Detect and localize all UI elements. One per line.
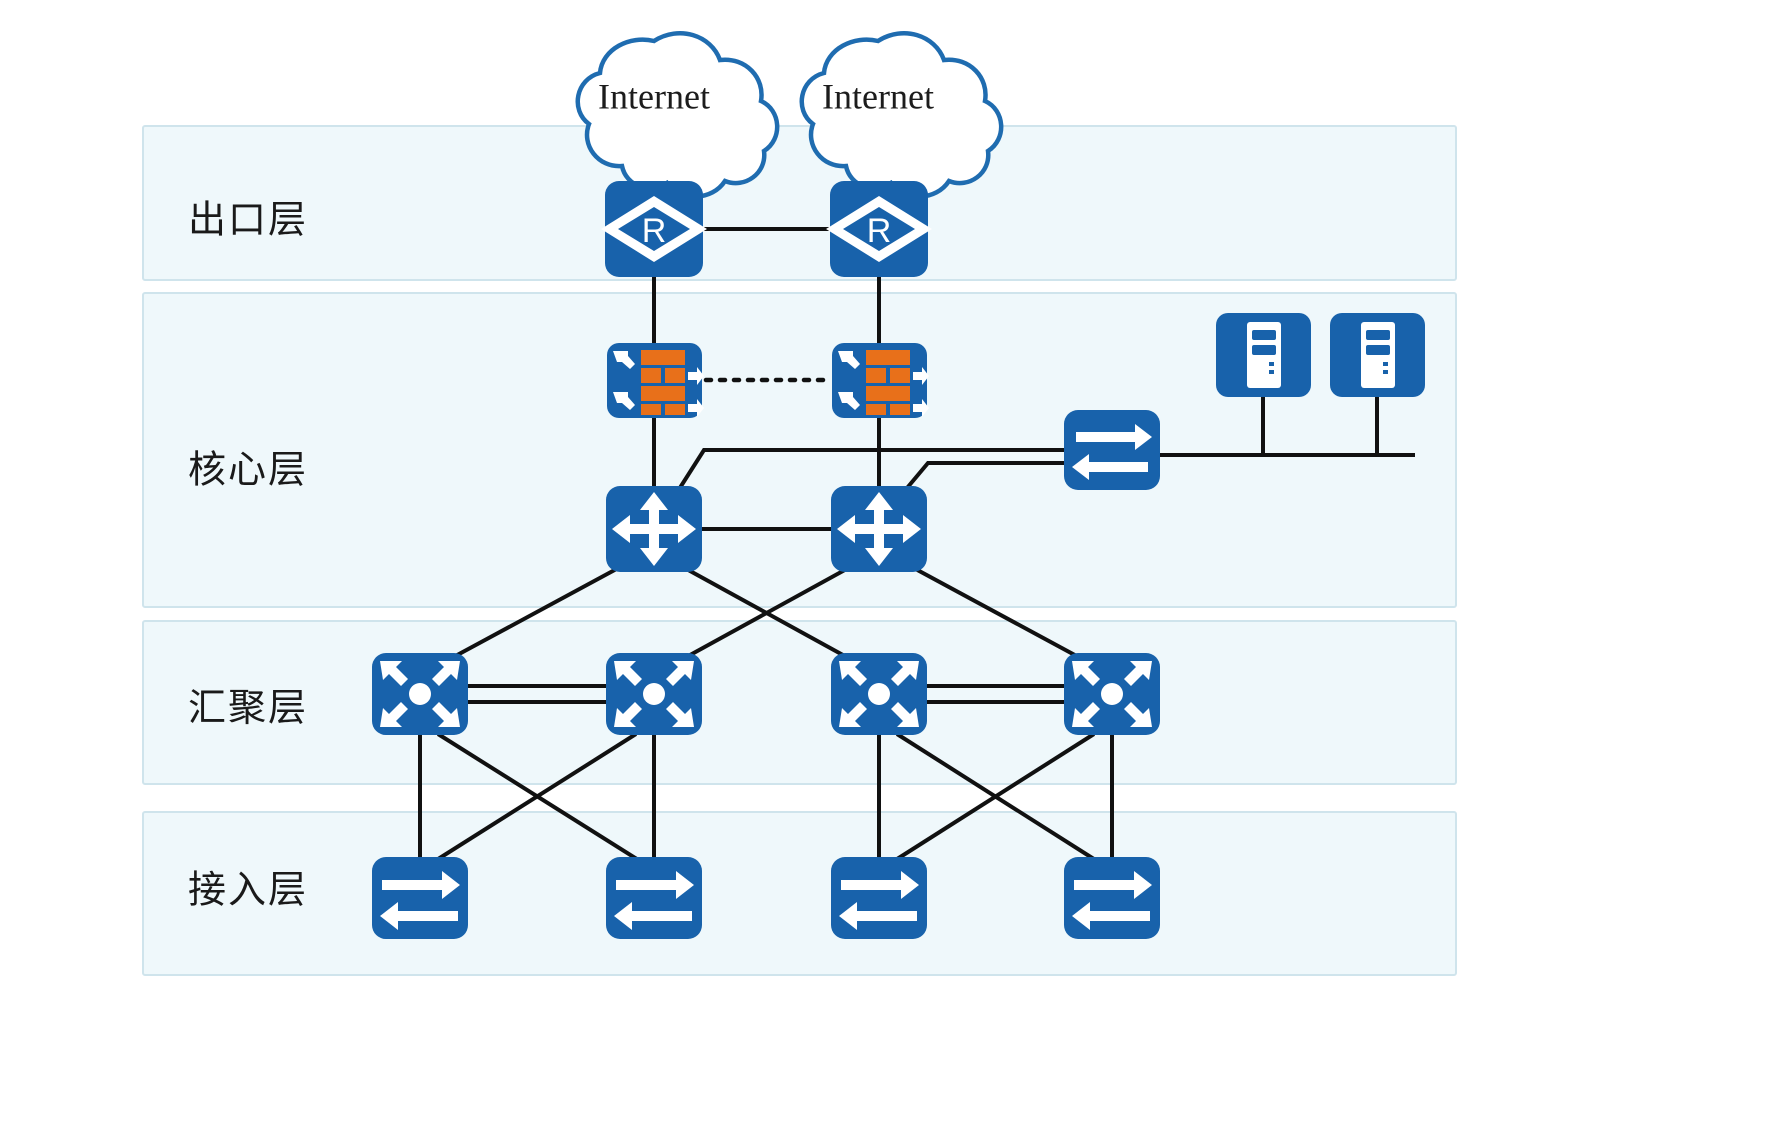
- cloud-right-label: Internet: [822, 76, 934, 116]
- l2-switch-arrows-icon: [1072, 424, 1152, 480]
- band-label-egress: 出口层: [188, 198, 308, 242]
- l3-switch-four-arrow-icon: [837, 492, 921, 566]
- firewall-1[interactable]: [607, 343, 704, 418]
- link-core1-serverswitch: [674, 448, 1068, 496]
- firewall-arrows-icon: [838, 351, 929, 417]
- l2-switch-arrows-icon: [380, 871, 460, 930]
- agg-switch-inward-arrow-icon: [614, 661, 694, 727]
- router-1[interactable]: R: [601, 181, 707, 277]
- cloud-left-label: Internet: [598, 76, 710, 116]
- agg-switch-2[interactable]: [606, 653, 702, 735]
- access-switch-body: [606, 857, 702, 939]
- firewall-brick-icon: [641, 350, 685, 415]
- l3-switch-four-arrow-icon: [612, 492, 696, 566]
- link-core1-agg1: [447, 564, 623, 662]
- band-label-aggregation: 汇聚层: [188, 686, 308, 730]
- layer-band-labels: 出口层 核心层 汇聚层 接入层: [188, 198, 308, 912]
- cloud-left[interactable]: Internet: [575, 31, 780, 199]
- l2-switch-arrows-icon: [1072, 871, 1152, 930]
- router-2[interactable]: R: [826, 181, 932, 277]
- access-switch-1[interactable]: [372, 857, 468, 939]
- router-diamond-icon: [826, 196, 932, 262]
- server-tower-icon: [1247, 322, 1281, 388]
- link-agg1-agg2: [468, 684, 606, 704]
- access-switch-body: [831, 857, 927, 939]
- core-switch-1[interactable]: [606, 486, 702, 572]
- firewall-2[interactable]: [832, 343, 929, 418]
- access-switch-2[interactable]: [606, 857, 702, 939]
- band-egress: [142, 125, 1457, 281]
- l2-switch-arrows-icon: [839, 871, 919, 930]
- access-switch-3[interactable]: [831, 857, 927, 939]
- link-agg4-access3: [892, 732, 1096, 863]
- server-1[interactable]: [1216, 313, 1311, 397]
- access-switch-4[interactable]: [1064, 857, 1160, 939]
- router-letter: R: [642, 212, 667, 250]
- agg-switch-inward-arrow-icon: [380, 661, 460, 727]
- router-body: [605, 181, 703, 277]
- server-tower-icon: [1361, 322, 1395, 388]
- core-switch-2[interactable]: [831, 486, 927, 572]
- agg-switch-1[interactable]: [372, 653, 468, 735]
- link-core2-agg2: [680, 564, 853, 662]
- agg-switch-inward-arrow-icon: [839, 661, 919, 727]
- agg-switch-3[interactable]: [831, 653, 927, 735]
- router-diamond-icon: [601, 196, 707, 262]
- router-body: [830, 181, 928, 277]
- cloud-right[interactable]: Internet: [799, 31, 1004, 199]
- firewall-arrows-icon: [613, 351, 704, 417]
- firewall-brick-icon: [866, 350, 910, 415]
- link-agg3-agg4: [927, 684, 1064, 704]
- l2-switch-arrows-icon: [614, 871, 694, 930]
- link-core2-agg4: [909, 564, 1085, 662]
- access-switch-body: [372, 857, 468, 939]
- band-label-core: 核心层: [188, 448, 308, 492]
- agg-switch-4[interactable]: [1064, 653, 1160, 735]
- server-switch[interactable]: [1064, 410, 1160, 490]
- band-label-access: 接入层: [188, 868, 308, 912]
- server-2[interactable]: [1330, 313, 1425, 397]
- router-letter: R: [867, 212, 892, 250]
- server-switch-body: [1064, 410, 1160, 490]
- access-switch-body: [1064, 857, 1160, 939]
- band-access: [142, 811, 1457, 976]
- agg-switch-inward-arrow-icon: [1072, 661, 1152, 727]
- link-agg2-access1: [433, 732, 638, 863]
- band-aggregation: [142, 620, 1457, 785]
- links-layer: [418, 148, 1415, 863]
- layer-bands: [142, 125, 1457, 976]
- link-core2-serverswitch: [900, 461, 1068, 496]
